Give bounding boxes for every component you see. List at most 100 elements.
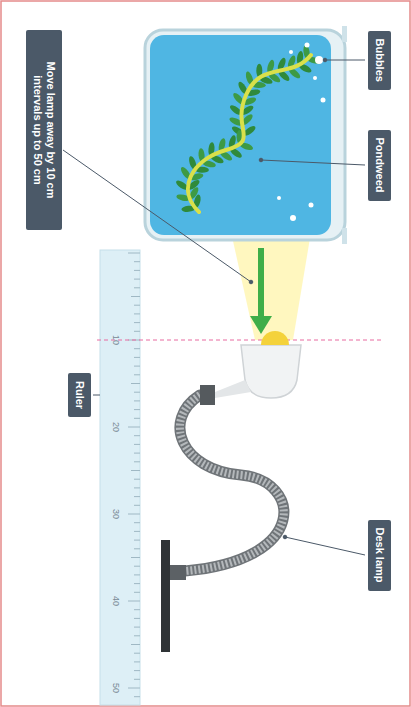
ruler-tick bbox=[131, 296, 140, 297]
ruler-tick bbox=[134, 348, 140, 349]
ruler bbox=[100, 250, 140, 705]
ruler-tick bbox=[134, 366, 140, 367]
ruler-tick bbox=[134, 453, 140, 454]
ruler-tick bbox=[134, 487, 140, 488]
ruler-tick bbox=[134, 583, 140, 584]
ruler-number: 50 bbox=[111, 683, 121, 693]
ruler-number: 10 bbox=[111, 335, 121, 345]
ruler-tick bbox=[134, 505, 140, 506]
bubble bbox=[289, 50, 293, 54]
ruler-tick bbox=[134, 261, 140, 262]
ruler-tick bbox=[128, 253, 140, 254]
pondweed bbox=[175, 45, 322, 213]
ruler-tick bbox=[134, 627, 140, 628]
label-box: Pondweed bbox=[369, 130, 392, 201]
ruler-tick bbox=[134, 357, 140, 358]
label-text: Pondweed bbox=[374, 138, 387, 193]
ruler-tick bbox=[134, 435, 140, 436]
pondweed-stem bbox=[188, 55, 311, 212]
ruler-tick bbox=[134, 574, 140, 575]
bubbles bbox=[277, 43, 326, 222]
ruler-tick bbox=[134, 374, 140, 375]
ruler-tick bbox=[134, 444, 140, 445]
ruler-tick bbox=[134, 322, 140, 323]
label-box: Move lamp away by 10 cm intervals up to … bbox=[26, 30, 62, 230]
ruler-tick bbox=[134, 496, 140, 497]
ruler-tick bbox=[128, 688, 140, 689]
lamp-bulb bbox=[261, 331, 289, 345]
label-text: Desk lamp bbox=[374, 528, 387, 583]
tank bbox=[145, 30, 345, 240]
label-text: Move lamp away by 10 cm intervals up to … bbox=[31, 38, 57, 222]
lamp-arm-ribs bbox=[180, 395, 284, 571]
ruler-number: 20 bbox=[111, 422, 121, 432]
label-box: Ruler bbox=[69, 373, 92, 417]
ruler-tick bbox=[134, 409, 140, 410]
ruler-tick bbox=[134, 400, 140, 401]
move-arrow bbox=[258, 248, 264, 318]
ruler-tick bbox=[134, 418, 140, 419]
ruler-tick bbox=[128, 601, 140, 602]
ruler-tick bbox=[131, 557, 140, 558]
move-arrowhead bbox=[250, 316, 272, 334]
bubble bbox=[315, 56, 323, 64]
water bbox=[150, 35, 331, 235]
ruler-number: 40 bbox=[111, 596, 121, 606]
lamp-joint bbox=[215, 380, 251, 398]
leader-lines bbox=[63, 58, 365, 555]
ruler-tick bbox=[134, 609, 140, 610]
ruler-tick bbox=[134, 548, 140, 549]
bubble bbox=[277, 196, 281, 200]
ruler-tick bbox=[134, 531, 140, 532]
ruler-tick bbox=[134, 392, 140, 393]
ruler-tick bbox=[134, 313, 140, 314]
ruler-tick bbox=[134, 270, 140, 271]
reference-line bbox=[96, 340, 381, 341]
ruler-tick bbox=[134, 305, 140, 306]
tank-rim bbox=[342, 26, 347, 42]
ruler-tick bbox=[134, 696, 140, 697]
ruler-tick bbox=[134, 461, 140, 462]
ruler-tick bbox=[131, 644, 140, 645]
ruler-tick bbox=[134, 661, 140, 662]
ruler-tick bbox=[134, 592, 140, 593]
ruler-tick bbox=[134, 679, 140, 680]
lamp-neck bbox=[200, 385, 215, 405]
ruler-tick bbox=[134, 522, 140, 523]
leader-line bbox=[325, 60, 365, 61]
label-text: Ruler bbox=[74, 381, 87, 409]
ruler-tick bbox=[134, 287, 140, 288]
ruler-ticks bbox=[128, 253, 140, 697]
ruler-tick bbox=[134, 670, 140, 671]
leader-dot bbox=[249, 280, 253, 284]
leader-line bbox=[285, 537, 365, 555]
ruler-tick bbox=[134, 540, 140, 541]
label-box: Bubbles bbox=[369, 31, 392, 90]
bubble bbox=[305, 43, 310, 48]
bubble bbox=[309, 203, 314, 208]
ruler-tick bbox=[134, 279, 140, 280]
ruler-tick bbox=[134, 653, 140, 654]
bubble bbox=[313, 76, 317, 80]
ruler-tick bbox=[128, 427, 140, 428]
bubble bbox=[321, 98, 326, 103]
leader-dot bbox=[259, 158, 263, 162]
ruler-tick bbox=[131, 383, 140, 384]
ruler-tick bbox=[128, 514, 140, 515]
bubble bbox=[290, 215, 296, 221]
leader-dot bbox=[323, 58, 327, 62]
ruler-tick bbox=[131, 470, 140, 471]
ruler-tick bbox=[134, 331, 140, 332]
light-beam bbox=[231, 232, 311, 340]
label-box: Desk lamp bbox=[369, 520, 392, 591]
leader-dot bbox=[283, 535, 287, 539]
lamp-base-block bbox=[170, 565, 186, 580]
leader-line bbox=[261, 160, 365, 165]
leader-line bbox=[63, 150, 251, 282]
tank-rim bbox=[342, 228, 347, 244]
ruler-tick bbox=[134, 618, 140, 619]
lamp-arm bbox=[180, 395, 284, 571]
label-text: Bubbles bbox=[374, 39, 387, 82]
